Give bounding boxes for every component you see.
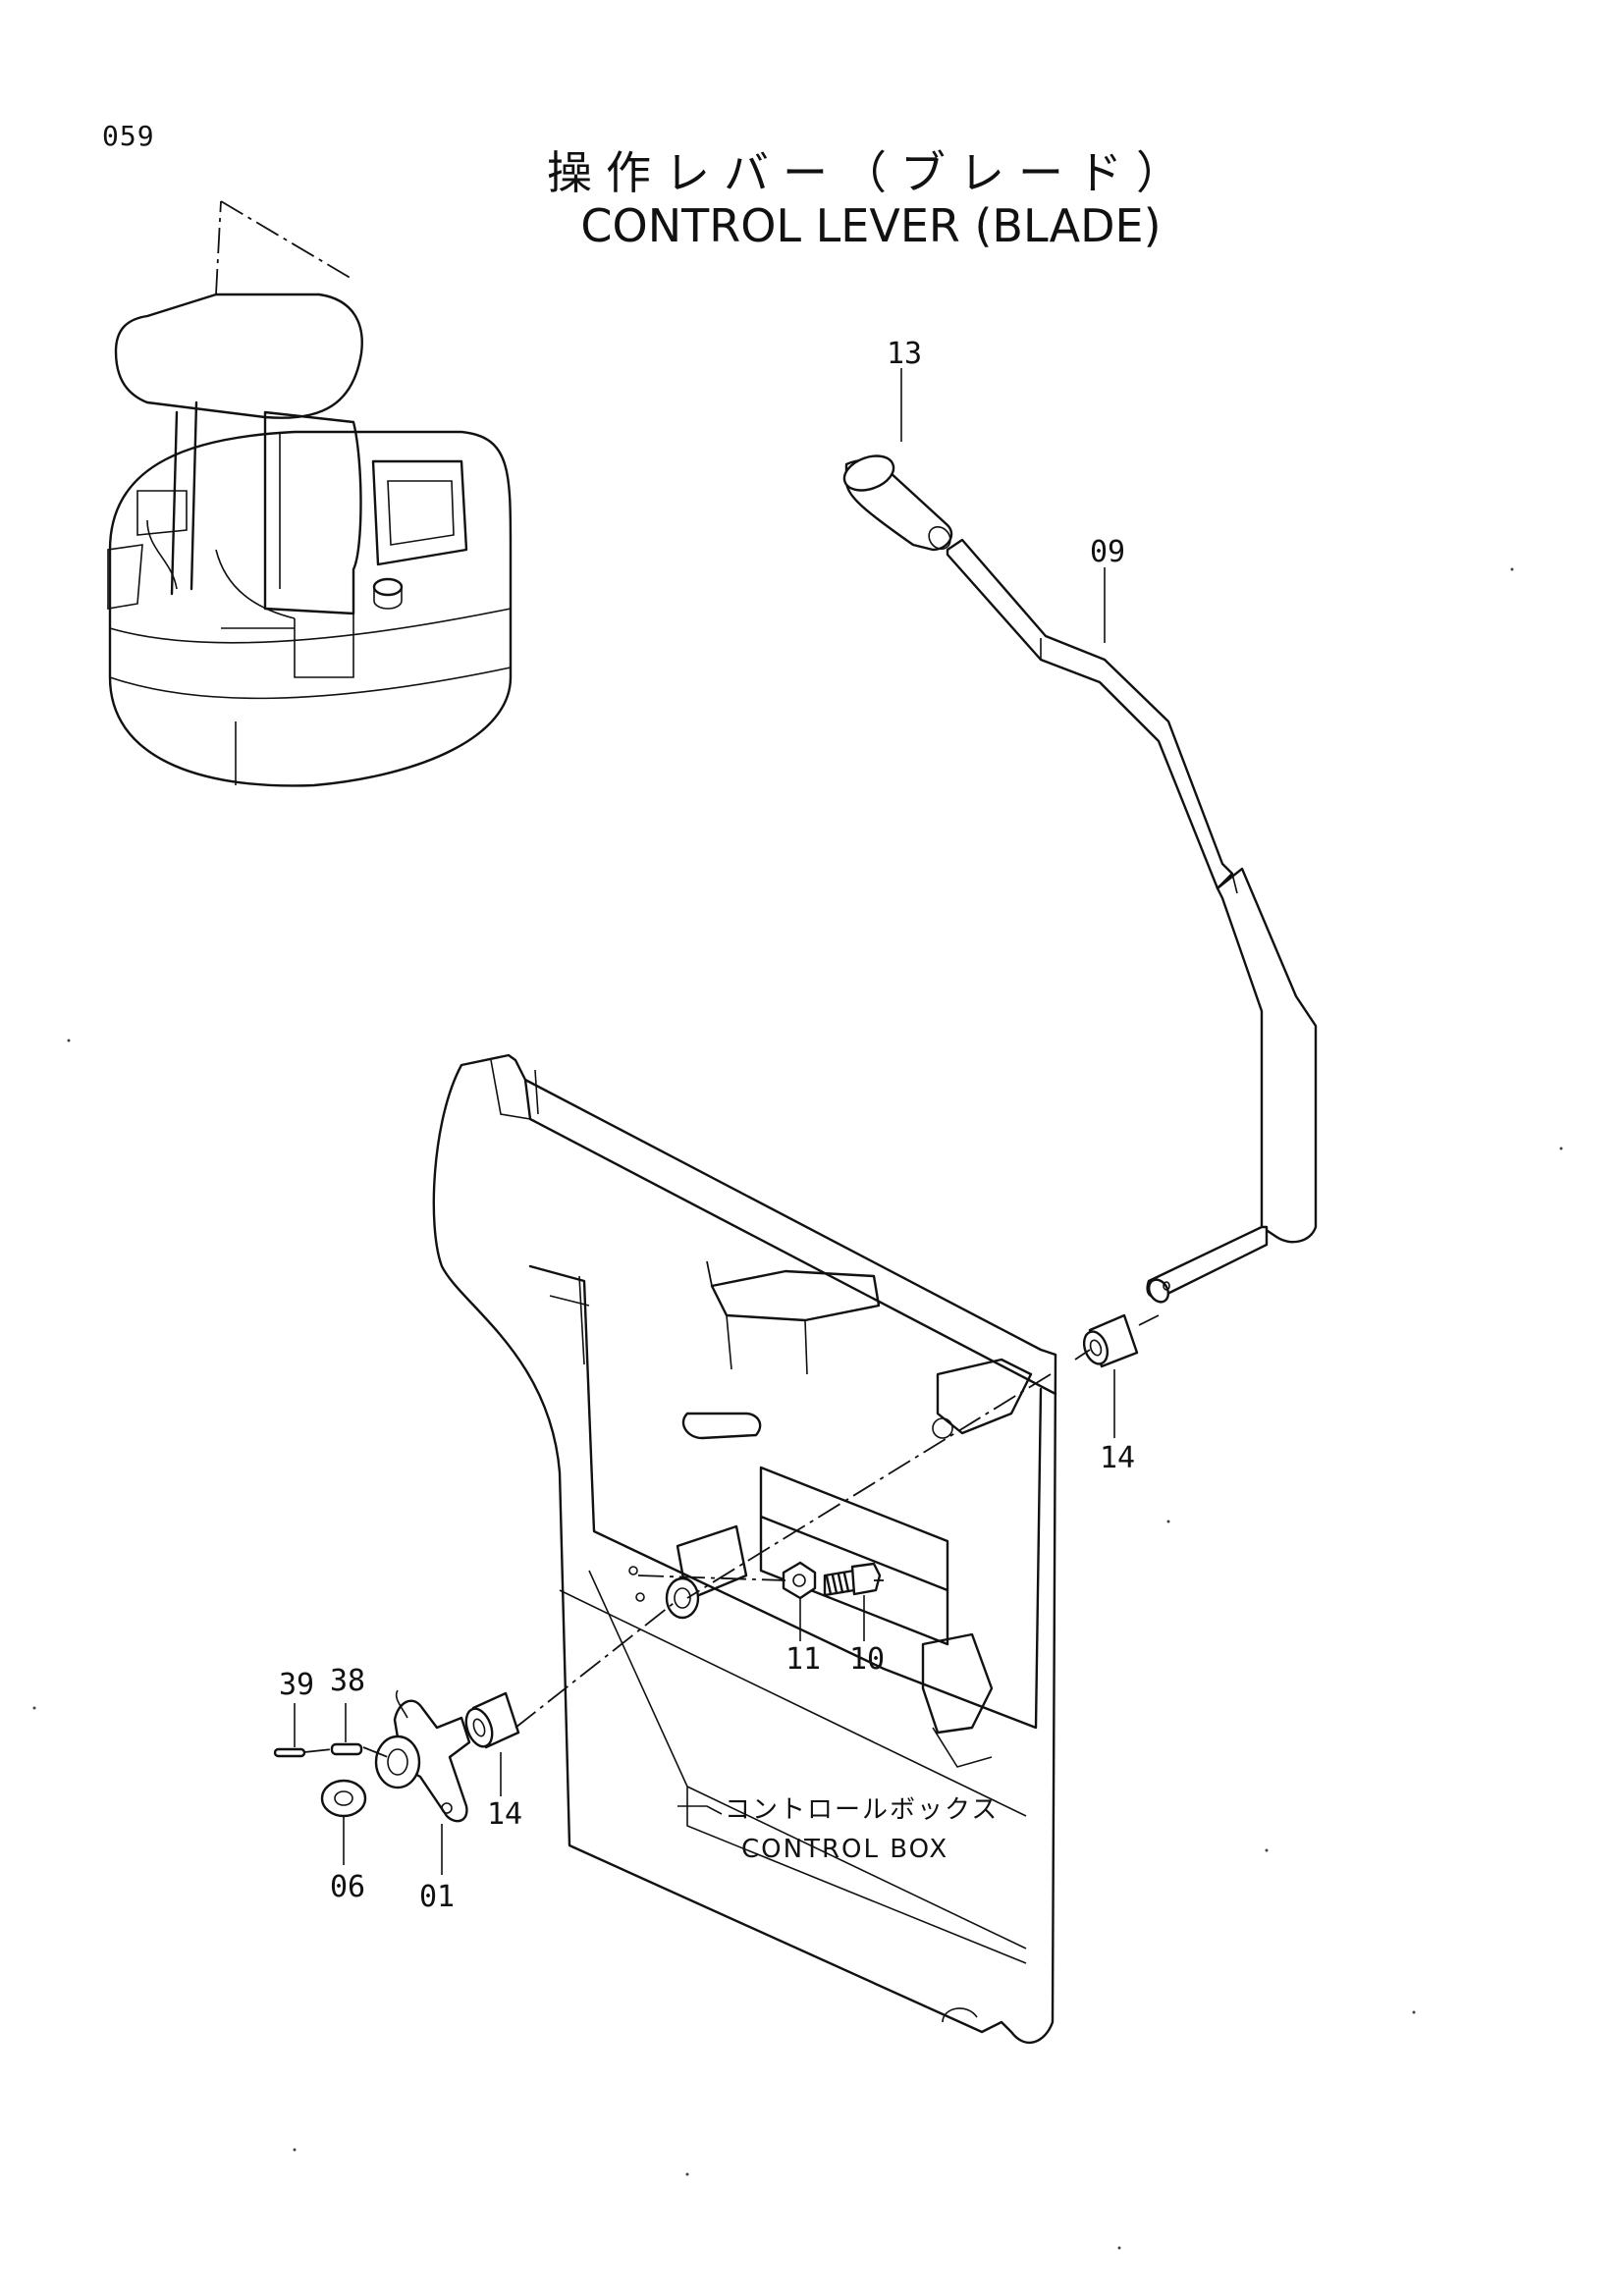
part-11-nut [782,1561,817,1641]
part-13-knob [842,368,953,552]
scan-specks [32,567,1563,2250]
callout-06: 06 [330,1870,365,1904]
control-box-label-en: CONTROL BOX [741,1835,948,1864]
page-number: 059 [102,120,155,152]
part-38-pin [330,1703,363,1756]
callout-09: 09 [1090,535,1125,569]
callout-10: 10 [849,1642,885,1677]
callout-14-upper: 14 [1100,1441,1135,1475]
callout-39: 39 [279,1668,314,1702]
part-09-lever [946,538,1318,1304]
title-english: CONTROL LEVER (BLADE) [580,199,1162,252]
callout-38: 38 [330,1664,365,1698]
callout-01: 01 [419,1880,455,1914]
part-39-pin [273,1703,306,1758]
assembly-centerlines [303,1260,1160,1815]
part-06-washer [320,1779,367,1865]
control-box-label: コントロールボックス CONTROL BOX [725,1795,999,1864]
part-14-bushing-lower [464,1691,520,1796]
callout-13: 13 [887,337,922,371]
control-box-label-ja: コントロールボックス [725,1795,999,1825]
part-14-bushing-upper [1082,1313,1139,1438]
machine-overview-illustration [107,200,513,787]
part-01-bracket [374,1689,471,1875]
title-japanese: 操作レバー（ブレード） [547,146,1195,199]
callout-11: 11 [785,1642,821,1677]
callout-labels: 13 09 14 11 10 39 38 14 06 01 [279,337,1135,1914]
callout-14-lower: 14 [487,1797,522,1832]
part-10-bolt [823,1562,882,1641]
control-box-housing [432,1053,1057,2044]
